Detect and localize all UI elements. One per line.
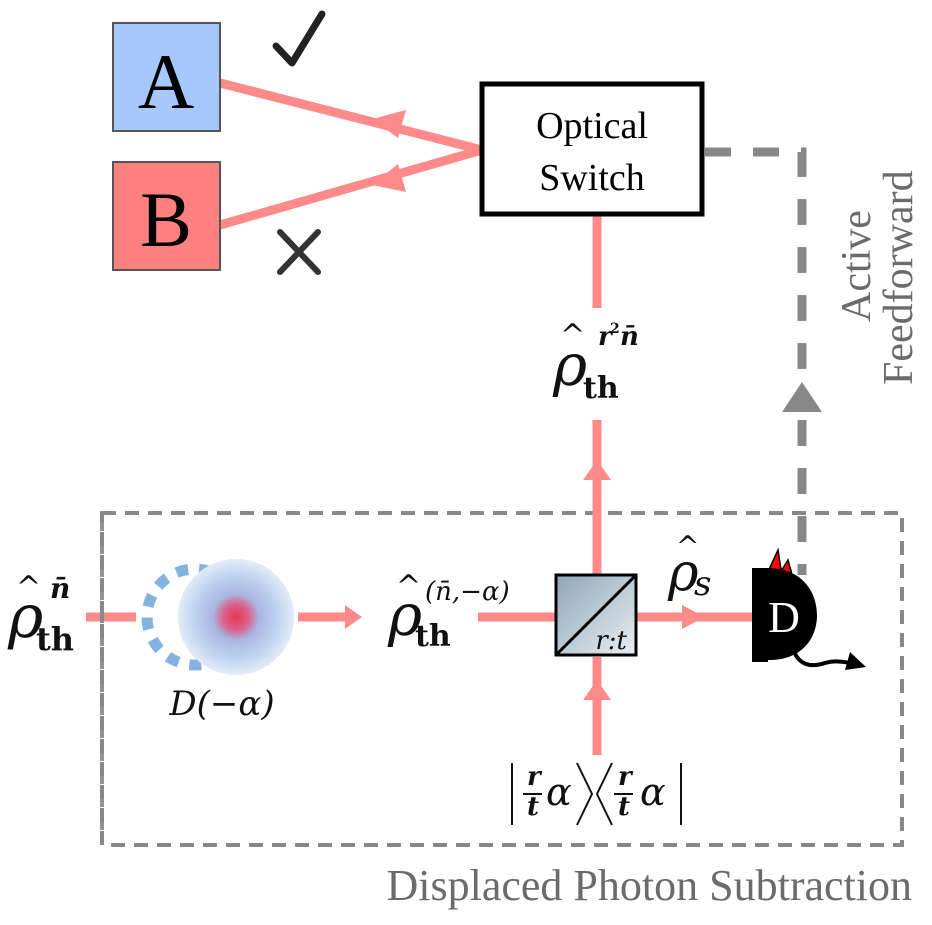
checkmark-icon: [272, 10, 326, 67]
displaced-state-label: ρ ^ th (n̄,−α): [387, 569, 510, 654]
displacement-label: D(−α): [168, 684, 274, 724]
feedforward-arrowhead: [782, 382, 822, 412]
svg-text:2: 2: [610, 321, 620, 337]
feedforward-path: [705, 147, 807, 575]
optical-switch-label-1: Optical: [536, 105, 648, 147]
svg-text:th: th: [36, 620, 74, 658]
svg-text:ρ: ρ: [552, 331, 587, 399]
coherent-state-label: r t α r t α: [511, 762, 682, 826]
optical-switch[interactable]: [479, 81, 705, 217]
beam-to-a: [218, 78, 484, 155]
svg-text:n̄: n̄: [620, 322, 639, 352]
arrowhead-to-a: [372, 110, 406, 138]
subtracted-state-label: ρ ^ s: [667, 530, 711, 604]
arrowhead-to-b: [372, 164, 406, 192]
output-box-a[interactable]: [112, 22, 221, 132]
detector-body: [752, 568, 817, 662]
svg-text:^: ^: [560, 318, 585, 353]
input-state-label: ρ ^ th n̄: [7, 570, 74, 658]
output-state-label: ρ ^ th r 2 n̄: [552, 318, 639, 406]
svg-text:r: r: [598, 322, 614, 352]
box-title: Displaced Photon Subtraction: [387, 861, 913, 910]
svg-text:r: r: [527, 762, 543, 792]
arrowhead-right-displaced: [345, 605, 362, 629]
arrowhead-up-coherent: [583, 680, 611, 700]
detector-output-arrow: [790, 646, 853, 668]
svg-text:t: t: [527, 792, 539, 822]
beam-to-b: [218, 145, 484, 230]
svg-text:ρ: ρ: [387, 581, 422, 649]
optical-switch-label-2: Switch: [539, 157, 645, 199]
svg-text:th: th: [583, 371, 619, 406]
beamsplitter-ratio-label: r:t: [595, 626, 627, 656]
svg-text:(n̄,−α): (n̄,−α): [425, 577, 510, 607]
arrowhead-up-output: [583, 460, 611, 480]
beam-paths: [86, 78, 752, 755]
svg-text:th: th: [415, 619, 451, 654]
svg-text:α: α: [546, 770, 572, 814]
output-b-label: B: [140, 176, 192, 263]
arrowhead-right-s: [682, 605, 705, 629]
svg-text:t: t: [618, 792, 630, 822]
beamsplitter-diagonal: [554, 573, 638, 657]
beam-arrowheads: [345, 110, 705, 700]
svg-text:^: ^: [16, 570, 41, 605]
svg-text:^: ^: [396, 569, 421, 604]
svg-text:ρ: ρ: [7, 582, 43, 652]
cross-icon: [277, 229, 321, 275]
svg-text:ρ: ρ: [667, 543, 699, 603]
detector-label: D: [768, 593, 800, 642]
feedforward-label-1: Active: [834, 210, 880, 322]
svg-text:r: r: [618, 762, 634, 792]
photon-detector[interactable]: D: [752, 547, 866, 670]
svg-text:α: α: [640, 770, 666, 814]
svg-text:n̄: n̄: [50, 572, 70, 605]
svg-text:s: s: [694, 564, 711, 604]
displaced-state-blob: [178, 559, 294, 675]
feedforward-label-2: Feedforward: [876, 170, 922, 385]
output-box-b[interactable]: [112, 161, 221, 271]
svg-text:^: ^: [676, 530, 699, 563]
output-a-label: A: [138, 38, 194, 125]
